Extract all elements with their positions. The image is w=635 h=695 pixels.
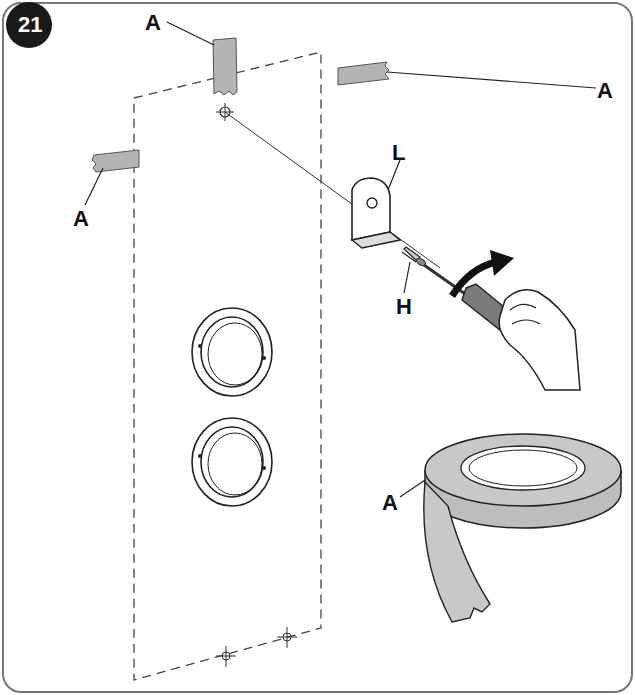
grommet-inner bbox=[201, 427, 263, 497]
step-badge bbox=[6, 2, 52, 48]
part-label: A bbox=[597, 80, 613, 102]
leader-line bbox=[167, 22, 214, 45]
crosshair bbox=[226, 646, 227, 667]
grommet-hole bbox=[262, 466, 266, 470]
frame bbox=[3, 3, 632, 692]
arrow-head bbox=[490, 250, 514, 276]
panel-outline bbox=[134, 52, 321, 680]
bracket-foot bbox=[352, 232, 400, 248]
grommet-hole bbox=[262, 356, 266, 360]
tape-roll-core bbox=[469, 450, 577, 486]
grommet-inner bbox=[208, 433, 262, 495]
tape-strip bbox=[338, 62, 389, 85]
tape-end bbox=[424, 482, 490, 622]
grommet-inner bbox=[201, 317, 263, 387]
bracket-hole bbox=[367, 198, 377, 208]
grommet-hole bbox=[198, 344, 202, 348]
grommet bbox=[192, 418, 272, 506]
grommet-inner bbox=[208, 323, 262, 385]
leader-line bbox=[85, 168, 103, 205]
part-label: L bbox=[392, 142, 405, 164]
tape-strip bbox=[92, 150, 139, 172]
alignment-line bbox=[225, 112, 440, 268]
part-label: A bbox=[382, 492, 398, 514]
crosshair bbox=[287, 627, 288, 648]
bracket bbox=[352, 178, 390, 240]
hand-fingers bbox=[510, 304, 540, 324]
tape-strip bbox=[213, 38, 237, 95]
part-label: A bbox=[73, 208, 89, 230]
step-number: 21 bbox=[18, 14, 42, 36]
tape-roll-core bbox=[461, 446, 585, 490]
grommet-hole bbox=[198, 454, 202, 458]
grommet bbox=[192, 308, 272, 396]
leader-line bbox=[388, 160, 400, 190]
hand bbox=[499, 290, 580, 390]
leader-line bbox=[387, 72, 596, 88]
part-label: A bbox=[145, 12, 161, 34]
tape-roll bbox=[425, 434, 621, 506]
rotation-arrow bbox=[452, 262, 496, 296]
leader-line bbox=[404, 262, 410, 293]
part-label: H bbox=[396, 296, 412, 318]
